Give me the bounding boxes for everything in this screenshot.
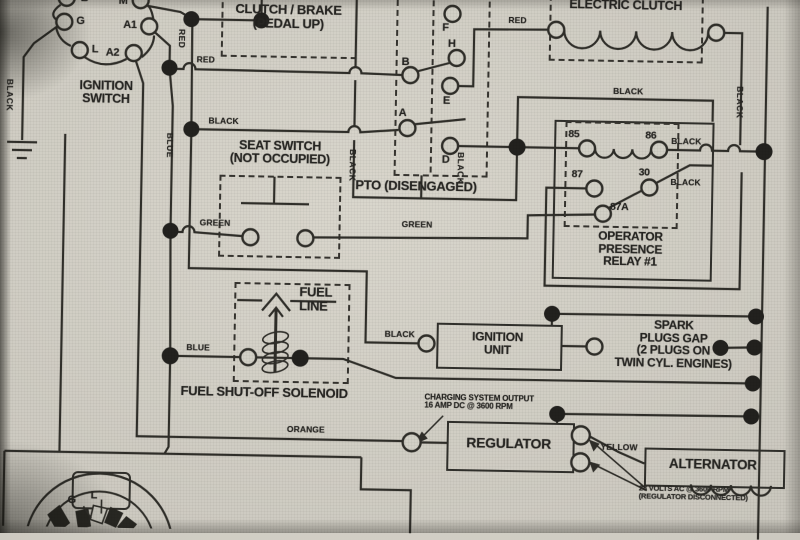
- wire-label-orange: ORANGE: [286, 423, 325, 435]
- wire-label-green: GREEN: [199, 217, 231, 228]
- ignition-switch-label: IGNITION SWITCH: [79, 78, 133, 107]
- wire-label-blue: BLUE: [164, 132, 176, 158]
- ground-symbol: [7, 24, 59, 160]
- charging-note: CHARGING SYSTEM OUTPUT 16 AMP DC @ 3600 …: [424, 392, 534, 412]
- terminal-label-b: B: [401, 55, 410, 69]
- volts-note: 28 VOLTS AC @ 3600 RPM (REGULATOR DISCON…: [638, 483, 748, 503]
- terminal-label-f: F: [442, 21, 449, 34]
- terminal-label-b: B: [81, 0, 89, 5]
- wire-label-blue: BLUE: [186, 342, 211, 353]
- terminal-label-t87a: 87A: [609, 200, 629, 214]
- wire-label-green: GREEN: [401, 219, 433, 230]
- seat-switch-plunger: [240, 176, 310, 206]
- terminal-label-d: D: [441, 153, 450, 166]
- terminal-label-l: L: [90, 489, 98, 502]
- fuel-solenoid-symbol: [178, 292, 337, 374]
- wire-label-red: RED: [196, 54, 215, 65]
- terminal-label-h: H: [447, 37, 456, 50]
- terminal-label-l: L: [91, 43, 99, 56]
- right-rail: [756, 0, 770, 540]
- terminal-circles: [55, 0, 726, 473]
- terminal-label-a: A: [398, 106, 407, 120]
- terminal-label-a1: A1: [123, 18, 137, 32]
- wire-label-black: BLACK: [4, 78, 16, 112]
- fuel-solenoid-caption: FUEL SHUT-OFF SOLENOID: [180, 383, 348, 402]
- fuel-line-label: FUEL LINE: [299, 284, 333, 314]
- wire-label-black: BLACK: [734, 86, 746, 119]
- ignition-unit-label: IGNITION UNIT: [472, 329, 524, 357]
- terminal-label-t30: 30: [638, 166, 650, 179]
- wire-label-red: RED: [176, 28, 188, 49]
- alternator-label: ALTERNATOR: [668, 455, 757, 473]
- terminal-label-m: M: [118, 0, 128, 7]
- terminal-label-a2: A2: [105, 46, 120, 59]
- wire-label-black: BLACK: [455, 152, 466, 185]
- seat-switch-label: SEAT SWITCH (NOT OCCUPIED): [229, 138, 330, 167]
- wires-charging: [414, 412, 773, 497]
- relay-label: OPERATOR PRESENCE RELAY #1: [598, 228, 663, 269]
- terminal-label-g: G: [67, 493, 76, 507]
- clutch-brake-label: CLUTCH / BRAKE (PEDAL UP): [235, 0, 342, 32]
- terminal-label-t87: 87: [571, 168, 583, 181]
- wires-left: [1, 0, 594, 540]
- wire-label-black: BLACK: [347, 149, 358, 182]
- wire-label-black: BLACK: [670, 176, 701, 188]
- wire-label-black: BLACK: [384, 328, 415, 340]
- wires-relay: [516, 96, 758, 291]
- wires-pto: [414, 28, 549, 149]
- electric-clutch-coil: [563, 29, 744, 146]
- terminal-label-t85: 85: [568, 128, 580, 141]
- ignition-switch-body: [52, 3, 156, 66]
- connector-graphic: [23, 472, 174, 540]
- wire-label-black: BLACK: [613, 85, 644, 97]
- regulator-label: REGULATOR: [466, 434, 552, 452]
- wire-label-black: BLACK: [671, 135, 702, 147]
- spark-plugs-label: SPARK PLUGS GAP (2 PLUGS ON TWIN CYL. EN…: [614, 317, 732, 371]
- terminal-label-e: E: [442, 94, 451, 107]
- wire-label-red: RED: [508, 14, 527, 26]
- junction-dots: [161, 11, 773, 425]
- wire-label-yellow: YELLOW: [600, 441, 638, 453]
- terminal-label-g: G: [76, 15, 85, 28]
- wire-label-black: BLACK: [208, 115, 239, 127]
- terminal-label-t86: 86: [645, 129, 657, 142]
